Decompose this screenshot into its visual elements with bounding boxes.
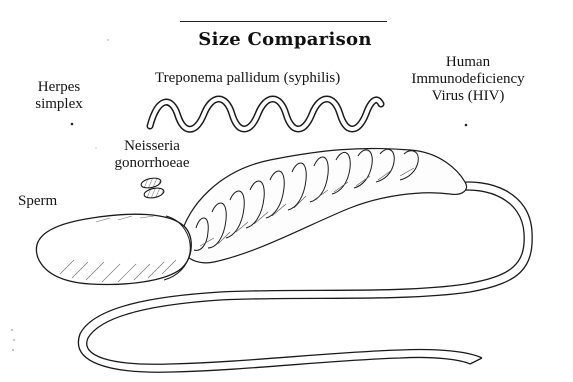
herpes-particle-dot [71, 123, 74, 126]
hiv-particle-dot [465, 124, 468, 127]
treponema-spiral [150, 99, 381, 129]
sperm-head [36, 214, 191, 284]
neisseria-diplococcus [140, 177, 164, 200]
scan-speckles [11, 39, 109, 351]
sperm-midpiece [180, 148, 467, 262]
